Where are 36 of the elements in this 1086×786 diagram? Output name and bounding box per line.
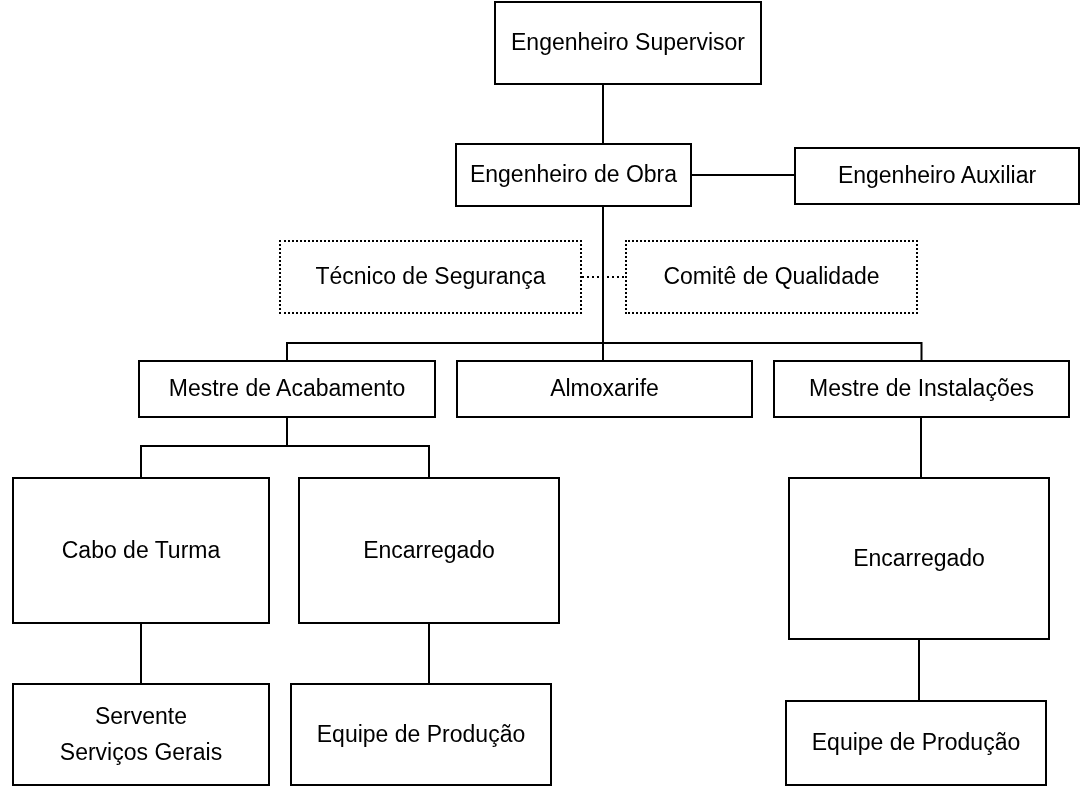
role-box [788, 477, 1050, 640]
role-box [794, 147, 1080, 205]
role-title: Almoxarife [550, 374, 659, 404]
connector-line [428, 623, 430, 684]
role-title: Engenheiro Supervisor [511, 28, 745, 58]
role-box [494, 1, 762, 85]
role-title: Comitê de Qualidade [663, 262, 880, 292]
role-box [138, 360, 436, 418]
connector-line [920, 417, 922, 478]
connector-line [286, 417, 430, 478]
role-title: Encarregado [363, 535, 495, 565]
role-box [456, 360, 753, 418]
connector-line [140, 623, 142, 684]
role-box [773, 360, 1070, 418]
role-box [12, 477, 270, 624]
role-box [455, 143, 692, 207]
role-title: Servente Serviços Gerais [58, 701, 224, 767]
role-title: Engenheiro de Obra [469, 160, 678, 190]
connector-line [918, 639, 920, 701]
role-title: Técnico de Segurança [315, 262, 546, 292]
dotted-role-box [625, 240, 918, 314]
role-title: Engenheiro Auxiliar [837, 161, 1037, 191]
role-box [785, 700, 1047, 786]
connector-line [602, 84, 604, 144]
role-box [12, 683, 270, 786]
connector-line [691, 174, 795, 176]
role-box [298, 477, 560, 624]
role-box [290, 683, 552, 786]
dotted-connector [581, 276, 626, 278]
dotted-role-box [279, 240, 582, 314]
role-title: Mestre de Acabamento [168, 374, 406, 404]
role-title: Equipe de Produção [811, 728, 1021, 758]
role-title: Cabo de Turma [61, 535, 221, 565]
role-title: Encarregado [853, 543, 985, 573]
role-title: Equipe de Produção [316, 719, 526, 749]
role-title: Mestre de Instalações [809, 374, 1034, 404]
